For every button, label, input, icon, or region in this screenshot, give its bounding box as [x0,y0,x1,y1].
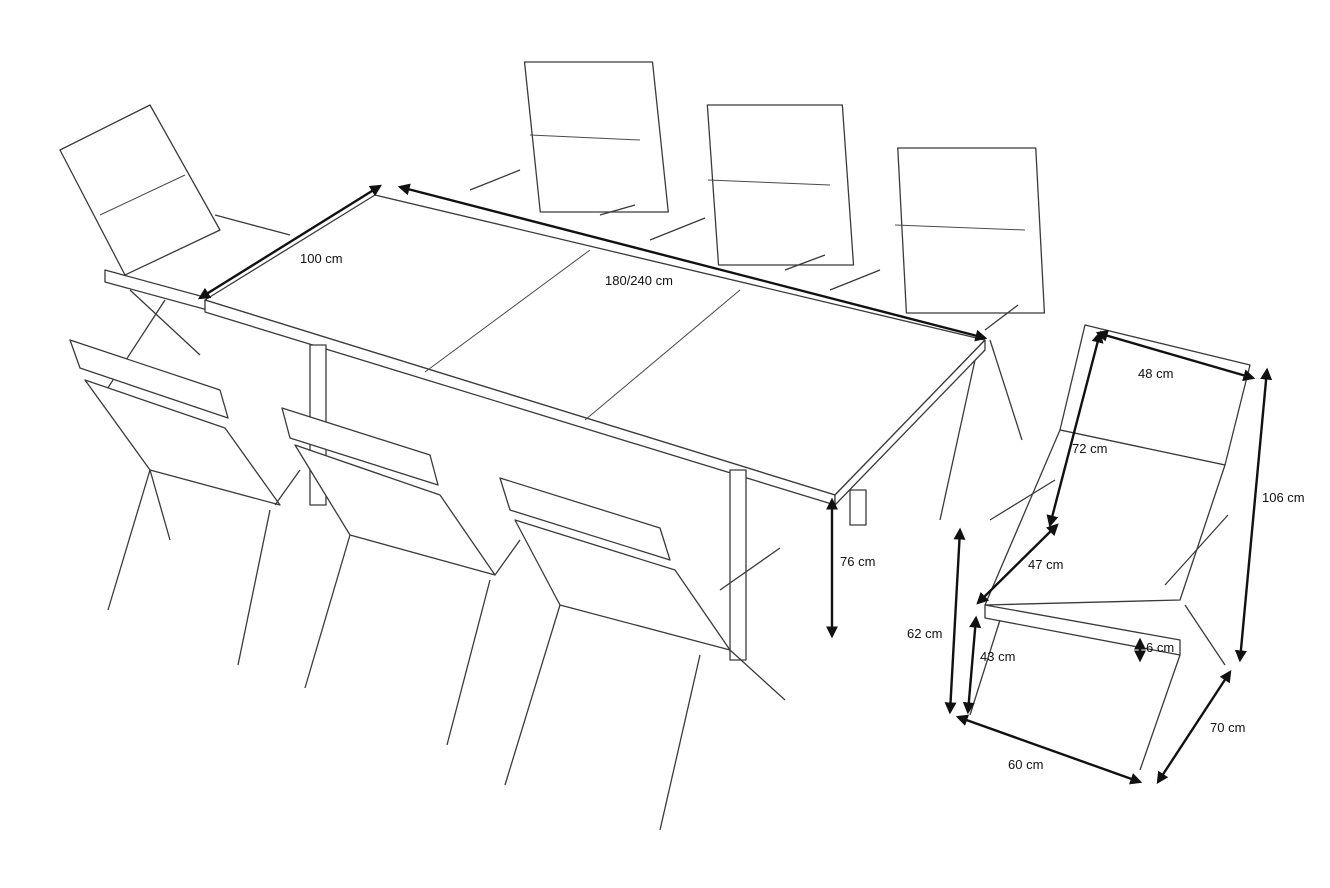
dimension-lines [197,183,1273,785]
label-chair-seat-height: 43 cm [980,649,1015,664]
label-chair-depth: 70 cm [1210,720,1245,735]
label-chair-back-width: 48 cm [1138,366,1173,381]
chair-back-1 [469,61,669,216]
chair-front-1 [69,339,301,666]
label-chair-back-height: 72 cm [1072,441,1107,456]
chair-back-2 [649,104,855,271]
single-chair [969,324,1251,771]
label-chair-armrest-height: 62 cm [907,626,942,641]
label-table-height: 76 cm [840,554,875,569]
label-table-length: 180/240 cm [605,273,673,288]
label-chair-seat-width: 47 cm [1028,557,1063,572]
label-table-depth: 100 cm [300,251,343,266]
label-chair-cushion-thickness: 6 cm [1146,640,1174,655]
chair-front-3 [499,477,786,831]
chair-front-2 [281,407,521,746]
label-chair-width: 60 cm [1008,757,1043,772]
label-chair-total-height: 106 cm [1262,490,1305,505]
